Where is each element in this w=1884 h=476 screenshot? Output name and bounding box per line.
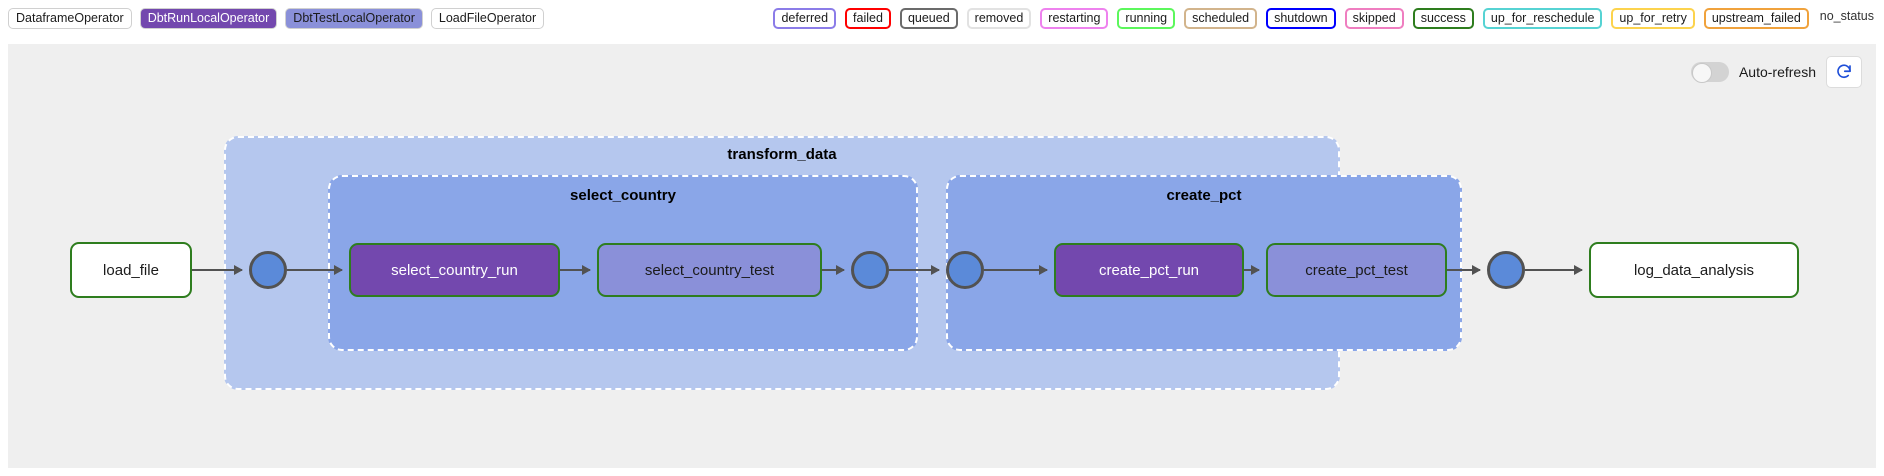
status-badge-shutdown[interactable]: shutdown — [1266, 8, 1336, 29]
edge-load-file-to-join-1 — [192, 265, 243, 275]
task-node-create-pct-test[interactable]: create_pct_test — [1266, 243, 1447, 297]
status-badge-upstream-failed[interactable]: upstream_failed — [1703, 8, 1809, 29]
task-node-load-file[interactable]: load_file — [70, 242, 192, 298]
task-node-create-pct-run[interactable]: create_pct_run — [1054, 243, 1244, 297]
join-node-4[interactable] — [1487, 251, 1525, 289]
edge-join-3-to-create-pct-run — [984, 265, 1048, 275]
status-badge-deferred[interactable]: deferred — [773, 8, 837, 29]
edge-create-pct-test-to-join-4 — [1447, 265, 1481, 275]
edge-select-country-test-to-join-2 — [822, 265, 845, 275]
auto-refresh-toggle[interactable] — [1690, 62, 1729, 83]
task-node-log-data-analysis[interactable]: log_data_analysis — [1589, 242, 1799, 298]
task-node-select-country-test[interactable]: select_country_test — [597, 243, 822, 297]
operator-badge-loadfileoperator[interactable]: LoadFileOperator — [430, 8, 545, 29]
operator-badge-dbtrunlocaloperator[interactable]: DbtRunLocalOperator — [139, 8, 278, 29]
edge-select-country-run-to-select-country-test — [560, 265, 591, 275]
task-group-label-select-country: select_country — [570, 187, 676, 204]
dag-graph-canvas[interactable]: Auto-refresh transform_data select_count… — [8, 44, 1876, 468]
refresh-icon — [1837, 64, 1851, 79]
status-badge-scheduled[interactable]: scheduled — [1184, 8, 1258, 29]
graph-toolbar: Auto-refresh — [1690, 56, 1862, 88]
legend-bar: DataframeOperator DbtRunLocalOperator Db… — [0, 0, 1884, 38]
task-group-label-create-pct: create_pct — [1166, 187, 1242, 204]
join-node-1[interactable] — [249, 251, 287, 289]
edge-join-2-to-join-3 — [889, 265, 940, 275]
status-badge-restarting[interactable]: restarting — [1040, 8, 1109, 29]
status-badge-queued[interactable]: queued — [899, 8, 958, 29]
operator-badge-dbttestlocaloperator[interactable]: DbtTestLocalOperator — [285, 8, 423, 29]
status-badge-up-for-reschedule[interactable]: up_for_reschedule — [1482, 8, 1603, 29]
join-node-2[interactable] — [851, 251, 889, 289]
operator-legend: DataframeOperator DbtRunLocalOperator Db… — [8, 8, 545, 29]
status-badge-skipped[interactable]: skipped — [1344, 8, 1404, 29]
status-badge-no-status[interactable]: no_status — [1817, 8, 1876, 29]
edge-join-1-to-select-country-run — [287, 265, 343, 275]
status-badge-running[interactable]: running — [1117, 8, 1176, 29]
status-badge-success[interactable]: success — [1412, 8, 1474, 29]
status-badge-removed[interactable]: removed — [966, 8, 1032, 29]
status-badge-failed[interactable]: failed — [845, 8, 891, 29]
edge-join-4-to-log-data-analysis — [1525, 265, 1583, 275]
refresh-button[interactable] — [1826, 56, 1862, 88]
task-node-select-country-run[interactable]: select_country_run — [349, 243, 560, 297]
operator-badge-dataframeoperator[interactable]: DataframeOperator — [8, 8, 132, 29]
status-legend: deferred failed queued removed restartin… — [773, 8, 1876, 29]
task-group-label-transform-data: transform_data — [727, 146, 837, 163]
edge-create-pct-run-to-create-pct-test — [1244, 265, 1260, 275]
join-node-3[interactable] — [946, 251, 984, 289]
status-badge-up-for-retry[interactable]: up_for_retry — [1611, 8, 1695, 29]
auto-refresh-label: Auto-refresh — [1738, 64, 1816, 80]
